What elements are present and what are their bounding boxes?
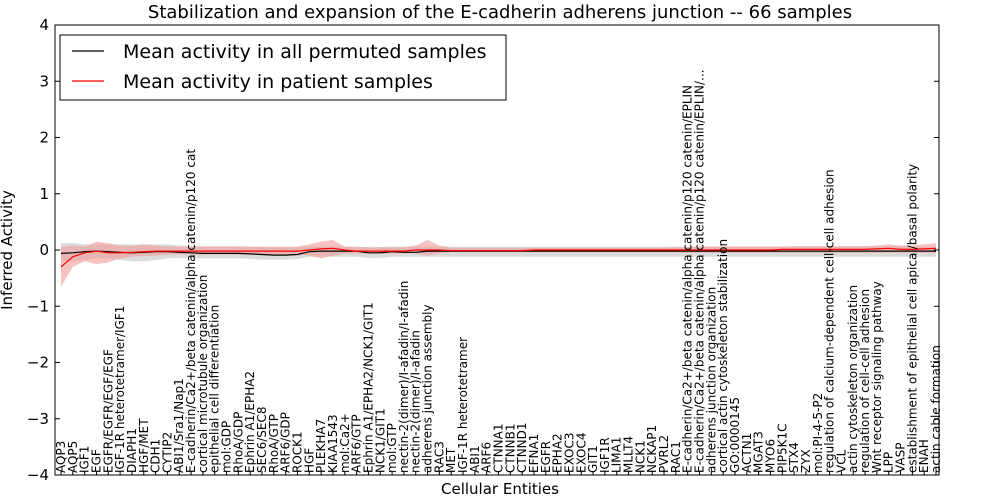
- category-label: E-cadherin/Ca2+/beta catenin/alpha caten…: [693, 69, 707, 473]
- category-label: nectin-2(dimer)/I-afadin/I-afadin: [397, 281, 411, 473]
- category-label: mol:GTP: [385, 423, 399, 473]
- category-label: ZYX: [799, 449, 813, 473]
- category-label: ARF6/GTP: [350, 414, 364, 473]
- category-label: regulation of calcium-dependent cell-cel…: [823, 169, 837, 473]
- category-label: ENAH: [917, 439, 931, 473]
- category-label: cortical actin cytoskeleton stabilizatio…: [716, 239, 730, 473]
- category-label: IGF-1R heterotetramer: [456, 337, 470, 473]
- category-label: NCK1: [633, 440, 647, 473]
- category-label: PLEKHA7: [314, 419, 328, 473]
- category-label: nectin-2(dimer)/I-afadin: [409, 330, 423, 473]
- y-tick-label: 3: [39, 72, 49, 90]
- category-label: ABI1/Sra1/Nap1: [172, 378, 186, 473]
- y-tick-label: −4: [27, 466, 49, 484]
- y-tick-label: −2: [27, 354, 49, 372]
- category-label: RAC3: [432, 441, 446, 473]
- category-label: RhoA/GDP: [231, 412, 245, 473]
- category-label: NCK1/GIT1: [373, 408, 387, 473]
- category-label: LPP: [882, 452, 896, 473]
- legend: Mean activity in all permuted samples Me…: [59, 34, 507, 101]
- category-label: AQP5: [66, 441, 80, 473]
- category-label: EXOC4: [574, 433, 588, 474]
- category-label: EFNA1: [527, 434, 541, 473]
- category-label: PIP5K1C: [775, 423, 789, 473]
- category-label: IGF1R: [598, 437, 612, 473]
- category-label: E-cadherin/Ca2+/beta catenin/alpha caten…: [184, 149, 198, 473]
- category-label: actin cytoskeleton organization: [846, 285, 860, 473]
- y-axis-ticks: −4 −3 −2 −1 0 1 2 3 4: [27, 16, 939, 484]
- category-label: ABI1: [468, 445, 482, 473]
- y-tick-label: 0: [39, 241, 49, 259]
- category-label: STX4: [787, 442, 801, 473]
- category-label: Wnt receptor signaling pathway: [870, 281, 884, 473]
- category-label: SEC6/SEC8: [255, 407, 269, 473]
- category-label: mol:Ca2+: [338, 413, 352, 473]
- y-tick-label: −1: [27, 297, 49, 315]
- category-label: MLLT4: [622, 436, 636, 473]
- y-tick-label: 1: [39, 185, 49, 203]
- y-tick-label: −3: [27, 410, 49, 428]
- category-label: Ephrin A1/EPHA2/NCK1/GIT1: [361, 302, 375, 473]
- chart-title: Stabilization and expansion of the E-cad…: [148, 2, 852, 23]
- category-label: DIAPH1: [125, 428, 139, 473]
- category-label: EGFR: [539, 441, 553, 473]
- category-label: IGF1: [78, 446, 92, 473]
- category-label: RAC1: [669, 441, 683, 473]
- category-label: GIT1: [586, 445, 600, 473]
- category-label: NCKAP1: [645, 425, 659, 473]
- category-label: ROCK1: [290, 431, 304, 473]
- category-label: PVRL2: [657, 435, 671, 473]
- category-label: MGAT3: [752, 431, 766, 473]
- category-label: VASP: [894, 442, 908, 473]
- category-label: CDH1: [149, 439, 163, 473]
- category-label: CTNNB1: [503, 423, 517, 473]
- category-label: EGFR/EGFR/EGF/EGF: [101, 349, 115, 473]
- category-label: cortical microtubule organization: [196, 275, 210, 473]
- category-label: HGF/MET: [137, 418, 151, 473]
- y-axis-label: Inferred Activity: [0, 190, 16, 310]
- category-label: KIAA1543: [326, 414, 340, 473]
- category-label: RhoA/GTP: [267, 414, 281, 473]
- category-label: MET: [444, 447, 458, 473]
- x-axis-label: Cellular Entities: [441, 480, 559, 498]
- category-label: CTNND1: [515, 422, 529, 473]
- category-label: CTNNA1: [492, 423, 506, 473]
- category-label: mol:GDP: [220, 421, 234, 473]
- category-label: EPHA2: [551, 433, 565, 473]
- category-label: ACTN1: [740, 433, 754, 473]
- category-label: EGF: [89, 449, 103, 473]
- category-label: establishment of epithelial cell apical/…: [905, 164, 919, 473]
- category-label: GO:0000145: [728, 397, 742, 473]
- category-label: CYTIP2: [160, 432, 174, 473]
- category-label: mol:PI-4-5-P2: [811, 393, 825, 473]
- y-tick-label: 4: [39, 16, 49, 34]
- category-label: MYO6: [763, 439, 777, 473]
- category-label: E-cadherin/Ca2+/beta catenin/alpha caten…: [681, 85, 695, 473]
- category-label: ARF6/GDP: [279, 412, 293, 473]
- y-tick-label: 2: [39, 129, 49, 147]
- line-series-1: [60, 247, 937, 268]
- category-label: AQP3: [54, 441, 68, 473]
- legend-box: [59, 34, 507, 101]
- legend-label-patient: Mean activity in patient samples: [123, 71, 433, 93]
- category-label: HGF: [302, 448, 316, 473]
- category-label: regulation of cell-cell adhesion: [858, 289, 872, 473]
- category-label: IGF-1R heterotetramer/IGF1: [113, 306, 127, 473]
- category-label: actin cable formation: [929, 345, 943, 473]
- category-label: VCL: [834, 449, 848, 473]
- category-label: ARF6: [480, 442, 494, 473]
- category-label: LIMA1: [610, 437, 624, 473]
- category-label: Ephrin A1/EPHA2: [243, 371, 257, 473]
- category-label: EXOC3: [562, 433, 576, 474]
- category-label: epithelial cell differentiation: [208, 305, 222, 473]
- category-label: adherens junction assembly: [421, 304, 435, 473]
- legend-label-permuted: Mean activity in all permuted samples: [123, 41, 486, 63]
- series-lines: [60, 247, 937, 268]
- category-label: adherens junction organization: [704, 287, 718, 473]
